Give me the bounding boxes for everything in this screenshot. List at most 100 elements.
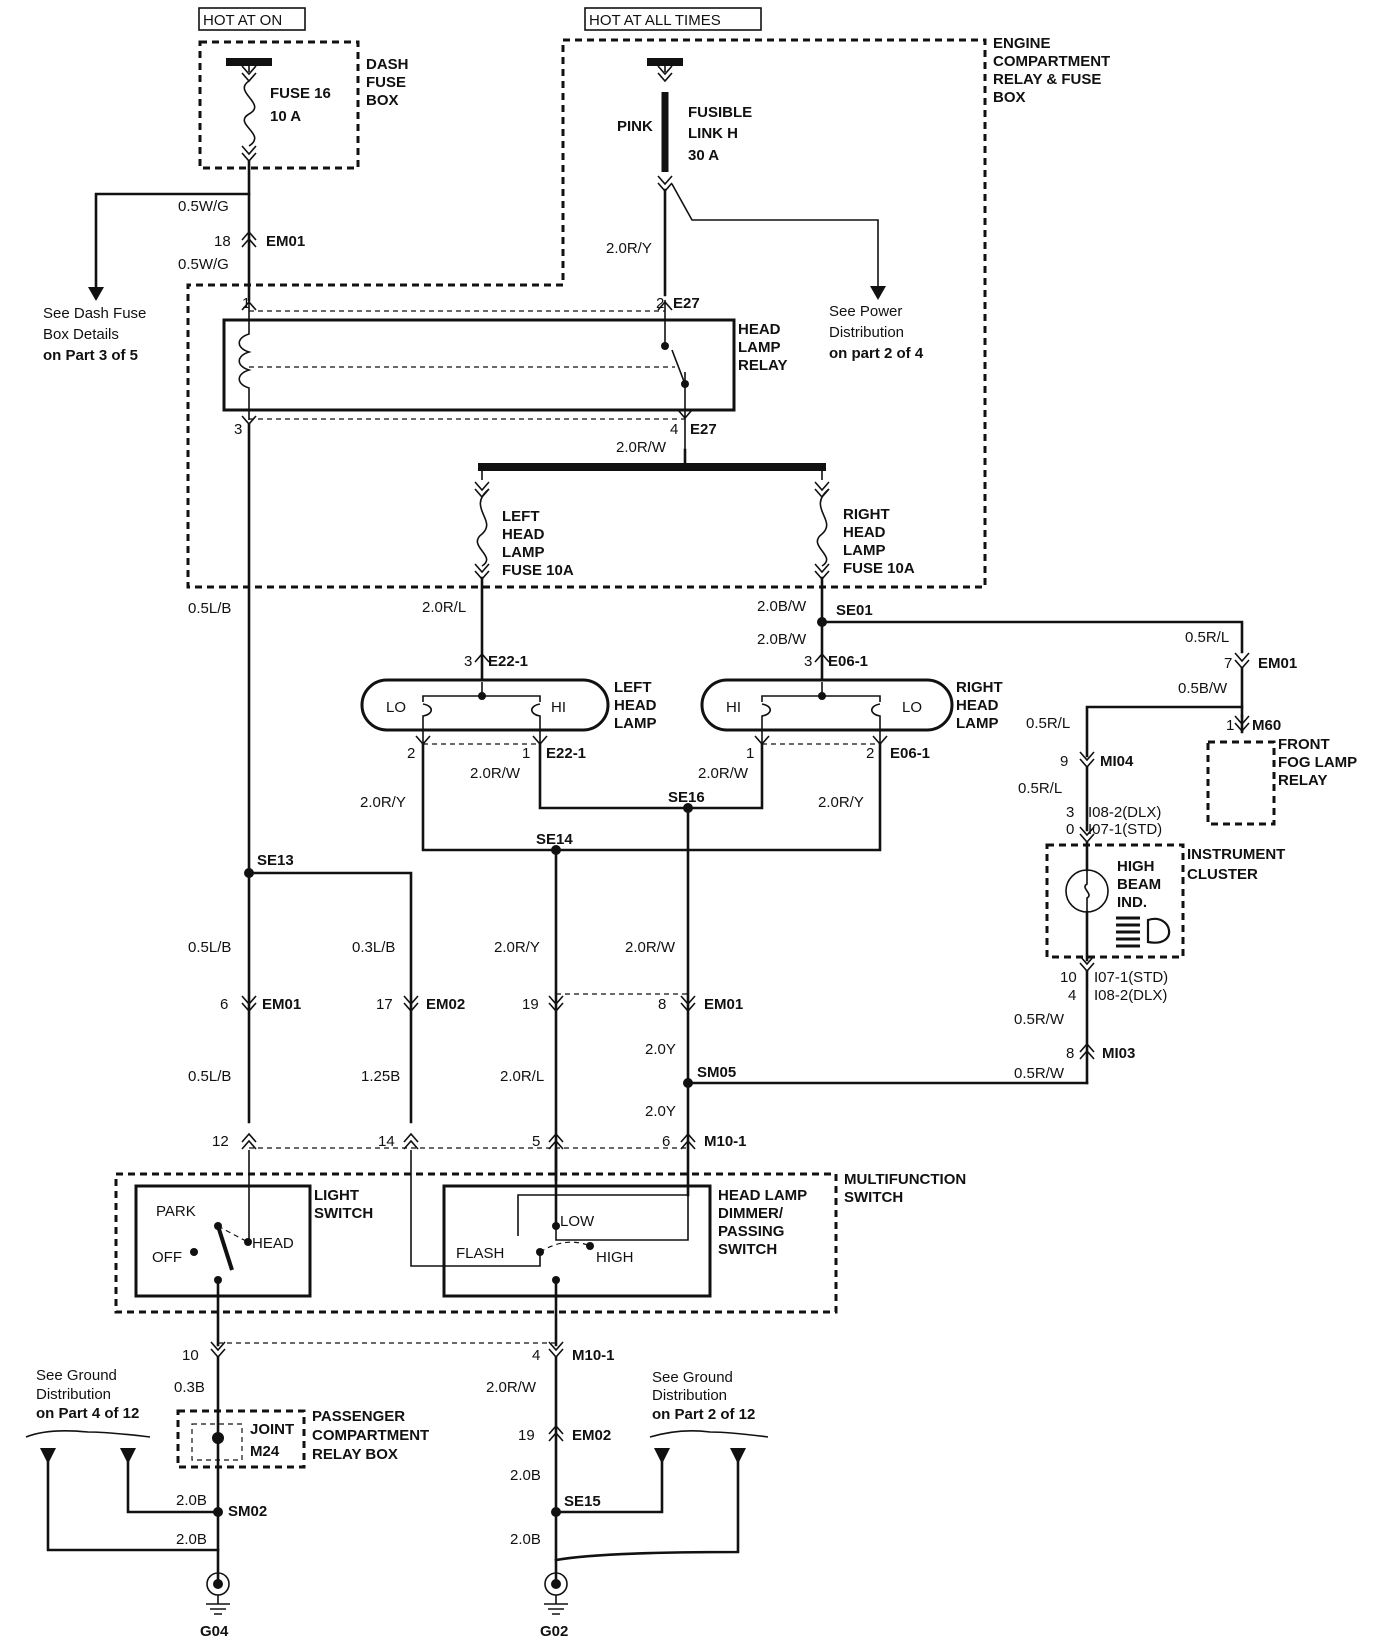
relay-title-1: HEAD	[738, 321, 781, 338]
wire-low-beams-se14	[421, 742, 882, 852]
joint-m24-box	[191, 1423, 243, 1461]
connector-em01-18-icon	[241, 230, 257, 248]
ref-ground-left-3: on Part 4 of 12	[36, 1405, 139, 1422]
ground-ref-arrow-right-2-icon	[730, 1448, 746, 1464]
bulb-filament-icon	[1084, 870, 1090, 912]
pin-m60-1: 1	[1226, 717, 1234, 734]
right-fuse-3: LAMP	[843, 542, 886, 559]
right-lamp-bulbs-icon	[761, 703, 881, 744]
conn-e27-top: E27	[673, 295, 700, 312]
wire-label-20ry-mid: 2.0R/Y	[494, 939, 540, 956]
left-fuse-4: FUSE 10A	[502, 562, 574, 579]
passenger-relay-box-outline	[176, 1409, 306, 1469]
wire-to-dash-fuse-details	[94, 192, 251, 292]
wire-se13-to-em02	[247, 871, 413, 1124]
right-headlamp-body	[700, 678, 954, 732]
conn-em01-8: EM01	[704, 996, 743, 1013]
splice-se16: SE16	[668, 789, 705, 806]
conn-em01-top: EM01	[266, 233, 305, 250]
splice-se15: SE15	[564, 1493, 601, 1510]
light-switch-off-contact	[190, 1248, 198, 1256]
dash-fuse-details-arrow-icon	[88, 287, 104, 301]
left-lamp-lo: LO	[386, 699, 406, 716]
head-lamp-relay-box	[222, 318, 736, 412]
pin-relay-1: 1	[242, 295, 250, 312]
wire-label-20y-b: 2.0Y	[645, 1103, 676, 1120]
wire-label-20y-a: 2.0Y	[645, 1041, 676, 1058]
left-fuse-2: HEAD	[502, 526, 545, 543]
left-lamp-hi: HI	[551, 699, 566, 716]
hbi-1: HIGH	[1117, 858, 1155, 875]
pin-i07-0: 0	[1066, 821, 1074, 838]
relay-contact-arm-icon	[671, 349, 686, 385]
light-switch-box	[134, 1184, 312, 1298]
fog-relay-2: FOG LAMP	[1278, 754, 1357, 771]
engine-box-title-3: RELAY & FUSE	[993, 71, 1101, 88]
right-headlamp-fuse-icon	[814, 467, 830, 581]
dimmer-4: SWITCH	[718, 1241, 777, 1258]
fusible-link-name-1: FUSIBLE	[688, 104, 752, 121]
conn-e06-1-bottom: E06-1	[890, 745, 930, 762]
pin-right-3: 3	[804, 653, 812, 670]
ref-dash-fuse-1: See Dash Fuse	[43, 305, 146, 322]
relay-contact-dot-1	[661, 342, 669, 350]
wire-label-05rl-b: 0.5R/L	[1026, 715, 1070, 732]
light-switch-arc	[217, 1225, 249, 1243]
connector-row-m10-icons	[241, 1132, 696, 1150]
dimmer-1: HEAD LAMP	[718, 1187, 807, 1204]
right-lamp-title-3: LAMP	[956, 715, 999, 732]
wire-label-20ry-l: 2.0R/Y	[360, 794, 406, 811]
pin-m10-4: 4	[532, 1347, 540, 1364]
multifunction-switch-outline	[114, 1172, 838, 1314]
pin-em01-6: 6	[220, 996, 228, 1013]
hot-at-on-box	[198, 7, 306, 31]
ref-dash-fuse-3: on Part 3 of 5	[43, 347, 138, 364]
wire-label-20b-b: 2.0B	[176, 1531, 207, 1548]
splice-se01: SE01	[836, 602, 873, 619]
light-switch-head-contact	[244, 1238, 252, 1246]
wire-label-20bw-b: 2.0B/W	[757, 631, 807, 648]
left-lamp-title-1: LEFT	[614, 679, 652, 696]
conn-em02-19-icon	[548, 1424, 564, 1442]
left-lamp-terminals	[415, 735, 548, 746]
right-fuse-1: RIGHT	[843, 506, 890, 523]
ref-ground-left-2: Distribution	[36, 1386, 111, 1403]
pin-18: 18	[214, 233, 231, 250]
pin-left-2: 2	[407, 745, 415, 762]
ground-ref-left-bracket	[25, 1430, 151, 1438]
relay-contact-terminals	[657, 300, 693, 420]
pin-relay-2: 2	[656, 295, 664, 312]
wire-sm02-ground-ref-right	[126, 1456, 220, 1514]
wire-label-20bw-a: 2.0B/W	[757, 598, 807, 615]
conn-i08-2-dlx-top: I08-2(DLX)	[1088, 804, 1161, 821]
dimmer-high: HIGH	[596, 1249, 634, 1266]
light-switch-off: OFF	[152, 1249, 182, 1266]
connector-row-em01-em02-icons	[241, 995, 696, 1013]
fuse16-rating: 10 A	[270, 108, 301, 125]
ground-ref-arrow-left-2-icon	[120, 1448, 136, 1464]
wire-label-20rw-mid: 2.0R/W	[625, 939, 676, 956]
ref-ground-right-2: Distribution	[652, 1387, 727, 1404]
wire-power-dist-branch	[671, 183, 879, 288]
right-lamp-terminals	[754, 735, 888, 746]
pin-m10-5: 5	[532, 1133, 540, 1150]
splice-se13: SE13	[257, 852, 294, 869]
pin-m10-6: 6	[662, 1133, 670, 1150]
ref-power-dist-3: on part 2 of 4	[829, 345, 924, 362]
left-lamp-title-2: HEAD	[614, 697, 657, 714]
pin-right-1: 1	[746, 745, 754, 762]
wire-label-20rw-r: 2.0R/W	[698, 765, 749, 782]
pin-i07-10: 10	[1060, 969, 1077, 986]
dimmer-3: PASSING	[718, 1223, 784, 1240]
engine-box-title-2: COMPARTMENT	[993, 53, 1110, 70]
wire-sm02-ground-ref-left	[46, 1456, 220, 1552]
right-lamp-hi: HI	[726, 699, 741, 716]
ground-g02-symbol-icon	[544, 1595, 568, 1615]
conn-m10-1-bottom: M10-1	[572, 1347, 615, 1364]
splice-se14: SE14	[536, 831, 573, 848]
pin-em02-19: 19	[518, 1427, 535, 1444]
conn-mi03-icon	[1079, 1042, 1095, 1060]
ref-ground-right-3: on Part 2 of 12	[652, 1406, 755, 1423]
dimmer-switch-box	[442, 1184, 712, 1298]
fuse16-element-icon	[243, 80, 256, 147]
